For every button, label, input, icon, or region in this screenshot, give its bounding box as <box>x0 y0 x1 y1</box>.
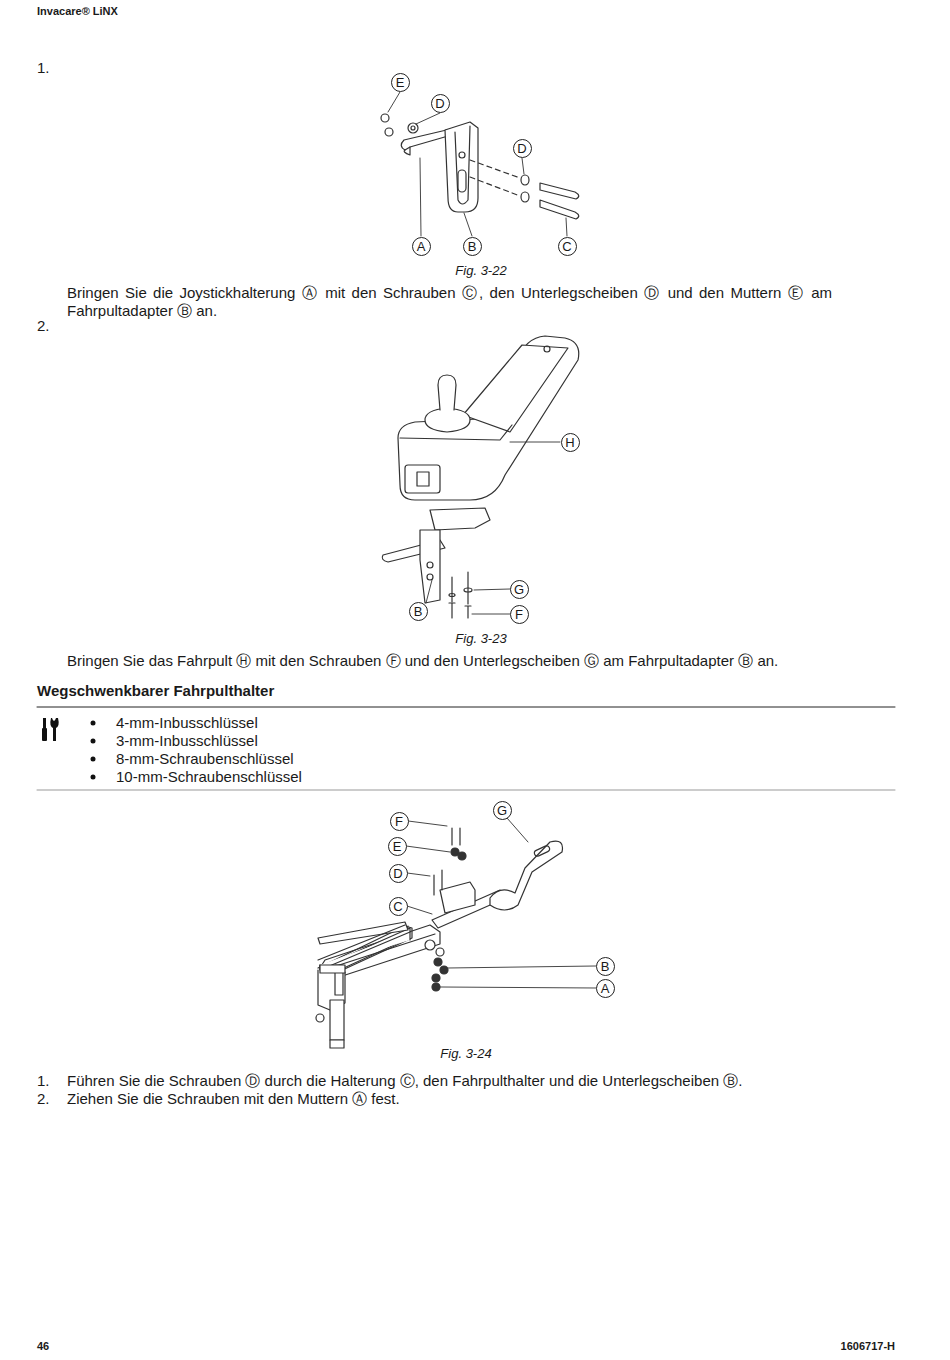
callout-letter: B <box>463 237 482 256</box>
bullets <box>91 721 96 780</box>
callout-letter: C <box>558 237 577 256</box>
step-number: 2. <box>37 1090 50 1108</box>
section-heading: Wegschwenkbarer Fahrpulthalter <box>37 682 274 700</box>
joystick-bracket-figure <box>381 92 579 236</box>
instruction-text: Bringen Sie die Joystickhalterung Ⓐ mit … <box>67 284 832 320</box>
tool-item: 8-mm-Schraubenschlüssel <box>116 750 294 768</box>
tools-icon <box>42 718 59 741</box>
callout-letter: D <box>513 139 532 158</box>
callout-letter: C <box>389 897 408 916</box>
figure-caption: Fig. 3-24 <box>440 1045 491 1063</box>
tool-item: 10-mm-Schraubenschlüssel <box>116 768 302 786</box>
instruction-text: Ziehen Sie die Schrauben mit den Muttern… <box>67 1090 400 1108</box>
callout-letter: G <box>493 801 512 820</box>
callout-letter: F <box>510 605 529 624</box>
step-number: 2. <box>37 317 50 335</box>
step-number: 1. <box>37 1072 50 1090</box>
figure-caption: Fig. 3-22 <box>455 262 506 280</box>
callout-letter: B <box>596 957 615 976</box>
rule <box>37 707 895 708</box>
page-header: Invacare® LiNX <box>37 5 118 18</box>
callout-letter: D <box>431 94 450 113</box>
page-number: 46 <box>37 1340 49 1353</box>
callout-letter: G <box>510 580 529 599</box>
callout-letter: A <box>596 979 615 998</box>
callout-letter: F <box>390 812 409 831</box>
swing-away-holder-figure <box>316 818 596 1048</box>
instruction-text: Führen Sie die Schrauben Ⓓ durch die Hal… <box>67 1072 742 1090</box>
callout-letter: E <box>391 73 410 92</box>
step-number: 1. <box>37 59 50 77</box>
figure-caption: Fig. 3-23 <box>455 630 506 648</box>
document-number: 1606717-H <box>841 1340 895 1353</box>
tool-item: 4-mm-Inbusschlüssel <box>116 714 258 732</box>
rule <box>37 790 895 791</box>
callout-letter: H <box>561 433 580 452</box>
tool-item: 3-mm-Inbusschlüssel <box>116 732 258 750</box>
callout-letter: D <box>389 864 408 883</box>
control-unit-figure <box>382 336 579 618</box>
callout-letter: A <box>412 237 431 256</box>
instruction-text: Bringen Sie das Fahrpult Ⓗ mit den Schra… <box>67 652 895 670</box>
callout-letter: E <box>388 837 407 856</box>
callout-letter: B <box>409 602 428 621</box>
